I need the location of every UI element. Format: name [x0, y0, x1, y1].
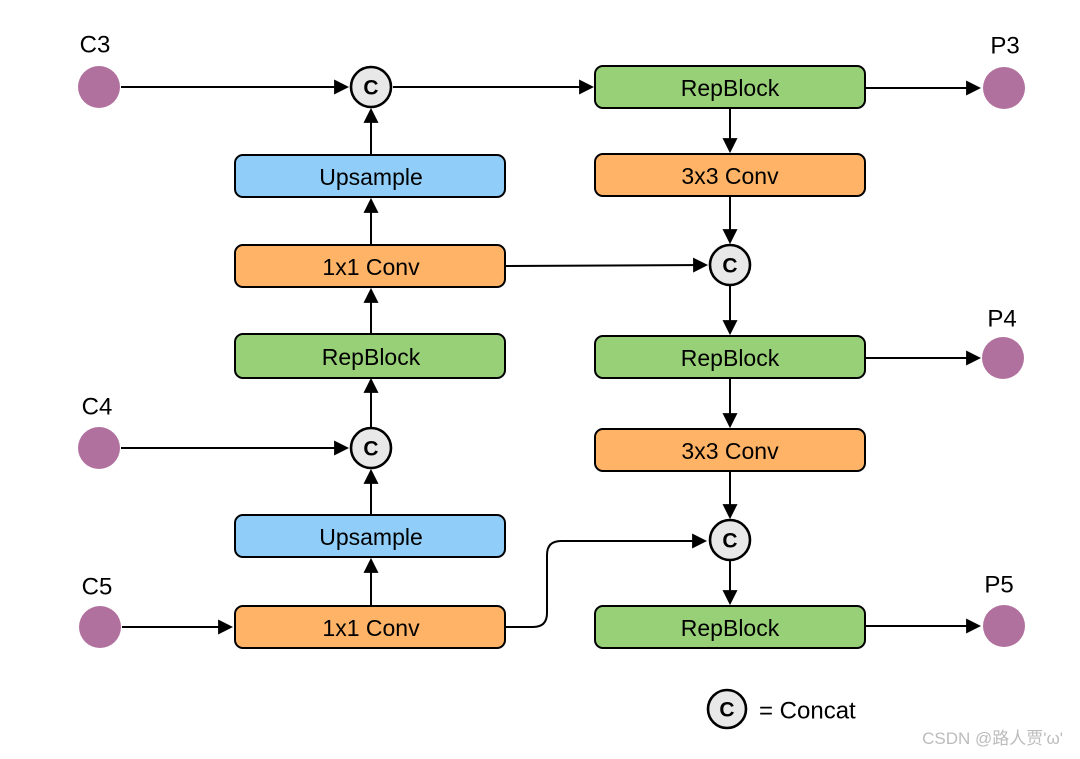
concat-top-left-symbol: C [363, 77, 378, 100]
conv1x1-bottom-box [234, 605, 506, 649]
node-repblock-left: RepBlock [234, 333, 506, 379]
conv3x3-bottom-label: 3x3 Conv [681, 438, 779, 464]
concat-mid-left-circle [349, 426, 393, 470]
concat-right-1: C [708, 243, 752, 287]
left-column-blocks: Upsample 1x1 Conv RepBlock Upsample 1x1 … [234, 154, 506, 649]
c5-label: C5 [82, 574, 113, 601]
conv1x1-bottom-label: 1x1 Conv [322, 615, 420, 641]
conv3x3-bottom-box [594, 428, 866, 472]
p4-label: P4 [987, 306, 1016, 333]
c5-node [79, 606, 121, 648]
p3-label: P3 [990, 33, 1019, 60]
concat-mid-left: C [349, 426, 393, 470]
upsample-bottom-box [234, 514, 506, 558]
repblock-left-box [234, 333, 506, 379]
conv3x3-top-box [594, 153, 866, 197]
legend-concat-symbol: C [719, 699, 734, 722]
node-upsample-top: Upsample [234, 154, 506, 198]
concat-top-left-circle [349, 65, 393, 109]
p5-node [983, 605, 1025, 647]
node-repblock-p5: RepBlock [594, 605, 866, 649]
conv1x1-mid-box [234, 244, 506, 288]
c3-label: C3 [80, 32, 111, 59]
node-repblock-p3: RepBlock [594, 65, 866, 109]
node-upsample-bottom: Upsample [234, 514, 506, 558]
concat-right-2: C [708, 518, 752, 562]
legend-label: = Concat [759, 698, 856, 725]
right-column-blocks: RepBlock 3x3 Conv RepBlock 3x3 Conv RepB… [594, 65, 866, 649]
node-conv3x3-bottom: 3x3 Conv [594, 428, 866, 472]
edge-conv1x1-mid-to-concat-right1 [505, 257, 709, 273]
watermark: CSDN @路人贾'ω' [922, 729, 1063, 748]
concat-top-left: C [349, 65, 393, 109]
node-conv1x1-bottom: 1x1 Conv [234, 605, 506, 649]
node-conv1x1-mid: 1x1 Conv [234, 244, 506, 288]
repblock-left-label: RepBlock [322, 344, 421, 370]
conv3x3-top-label: 3x3 Conv [681, 163, 779, 189]
concat-nodes: C C C C [349, 65, 752, 562]
concat-right-1-circle [708, 243, 752, 287]
repblock-p4-label: RepBlock [681, 345, 780, 371]
concat-right-1-symbol: C [722, 255, 737, 278]
upsample-top-box [234, 154, 506, 198]
legend-concat-circle [706, 688, 748, 730]
node-conv3x3-top: 3x3 Conv [594, 153, 866, 197]
c3-node [78, 66, 120, 108]
repblock-p5-box [594, 605, 866, 649]
c4-label: C4 [82, 394, 113, 421]
repblock-p3-label: RepBlock [681, 75, 780, 101]
p4-node [982, 337, 1024, 379]
edges [121, 79, 982, 635]
concat-right-2-symbol: C [722, 530, 737, 553]
legend: C = Concat [706, 688, 856, 730]
output-terminals: P3 P4 P5 [982, 33, 1025, 647]
concat-mid-left-symbol: C [363, 438, 378, 461]
repblock-p5-label: RepBlock [681, 615, 780, 641]
input-terminals: C3 C4 C5 [78, 32, 121, 648]
upsample-top-label: Upsample [319, 164, 423, 190]
edge-conv1x1-bottom-to-concat-right2 [506, 533, 708, 628]
repblock-p4-box [594, 335, 866, 379]
c4-node [78, 427, 120, 469]
repblock-p3-box [594, 65, 866, 109]
concat-right-2-circle [708, 518, 752, 562]
p5-label: P5 [984, 572, 1013, 599]
upsample-bottom-label: Upsample [319, 524, 423, 550]
node-repblock-p4: RepBlock [594, 335, 866, 379]
conv1x1-mid-label: 1x1 Conv [322, 254, 420, 280]
p3-node [983, 67, 1025, 109]
